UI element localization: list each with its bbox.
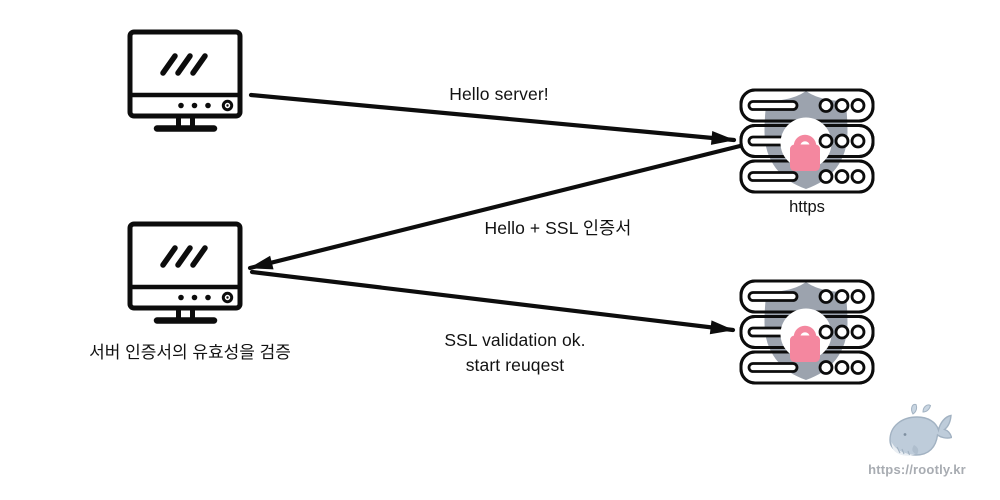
whale-icon [889, 403, 952, 456]
client-top monitor-icon [127, 29, 243, 132]
monitor-stand [153, 308, 218, 324]
lock-icon [790, 134, 820, 171]
whale-fin [912, 445, 919, 455]
server-top secure-server-icon [739, 88, 875, 194]
label-ssl-validation-line2: start reuqest [465, 354, 565, 375]
label-hello-ssl-cert: Hello + SSL 인증서 [484, 218, 632, 238]
whale-belly [891, 442, 915, 456]
whale-spout [922, 404, 932, 413]
monitor-stand [153, 116, 218, 132]
server-bottom secure-server-icon [739, 279, 875, 385]
client-bottom-caption: 서버 인증서의 유효성을 검증 [89, 343, 291, 362]
server-top-caption: https [789, 198, 825, 216]
whale-belly-lines [896, 446, 911, 456]
whale-eye [903, 433, 907, 436]
label-ssl-validation: SSL validation ok. start reuqest [395, 328, 635, 377]
screen-slashes-icon [160, 53, 208, 76]
arrow-ssl-ok-request [249, 269, 736, 335]
whale-body [889, 414, 952, 456]
watermark-url: https://rootly.kr [868, 462, 966, 477]
client-bottom monitor-icon [127, 221, 243, 324]
arrow-hello-ssl-cert [247, 143, 743, 271]
screen-slashes-icon [160, 245, 208, 268]
server-leds [818, 289, 866, 375]
server-leds [818, 98, 866, 184]
monitor-buttons [178, 99, 234, 112]
whale-spout [911, 403, 918, 415]
server-slots [747, 291, 799, 373]
label-ssl-validation-line1: SSL validation ok. [444, 330, 586, 350]
label-hello-server: Hello server! [449, 84, 549, 104]
lock-icon [790, 325, 820, 362]
monitor-buttons [178, 291, 234, 304]
arrow-hello-server [248, 92, 737, 145]
